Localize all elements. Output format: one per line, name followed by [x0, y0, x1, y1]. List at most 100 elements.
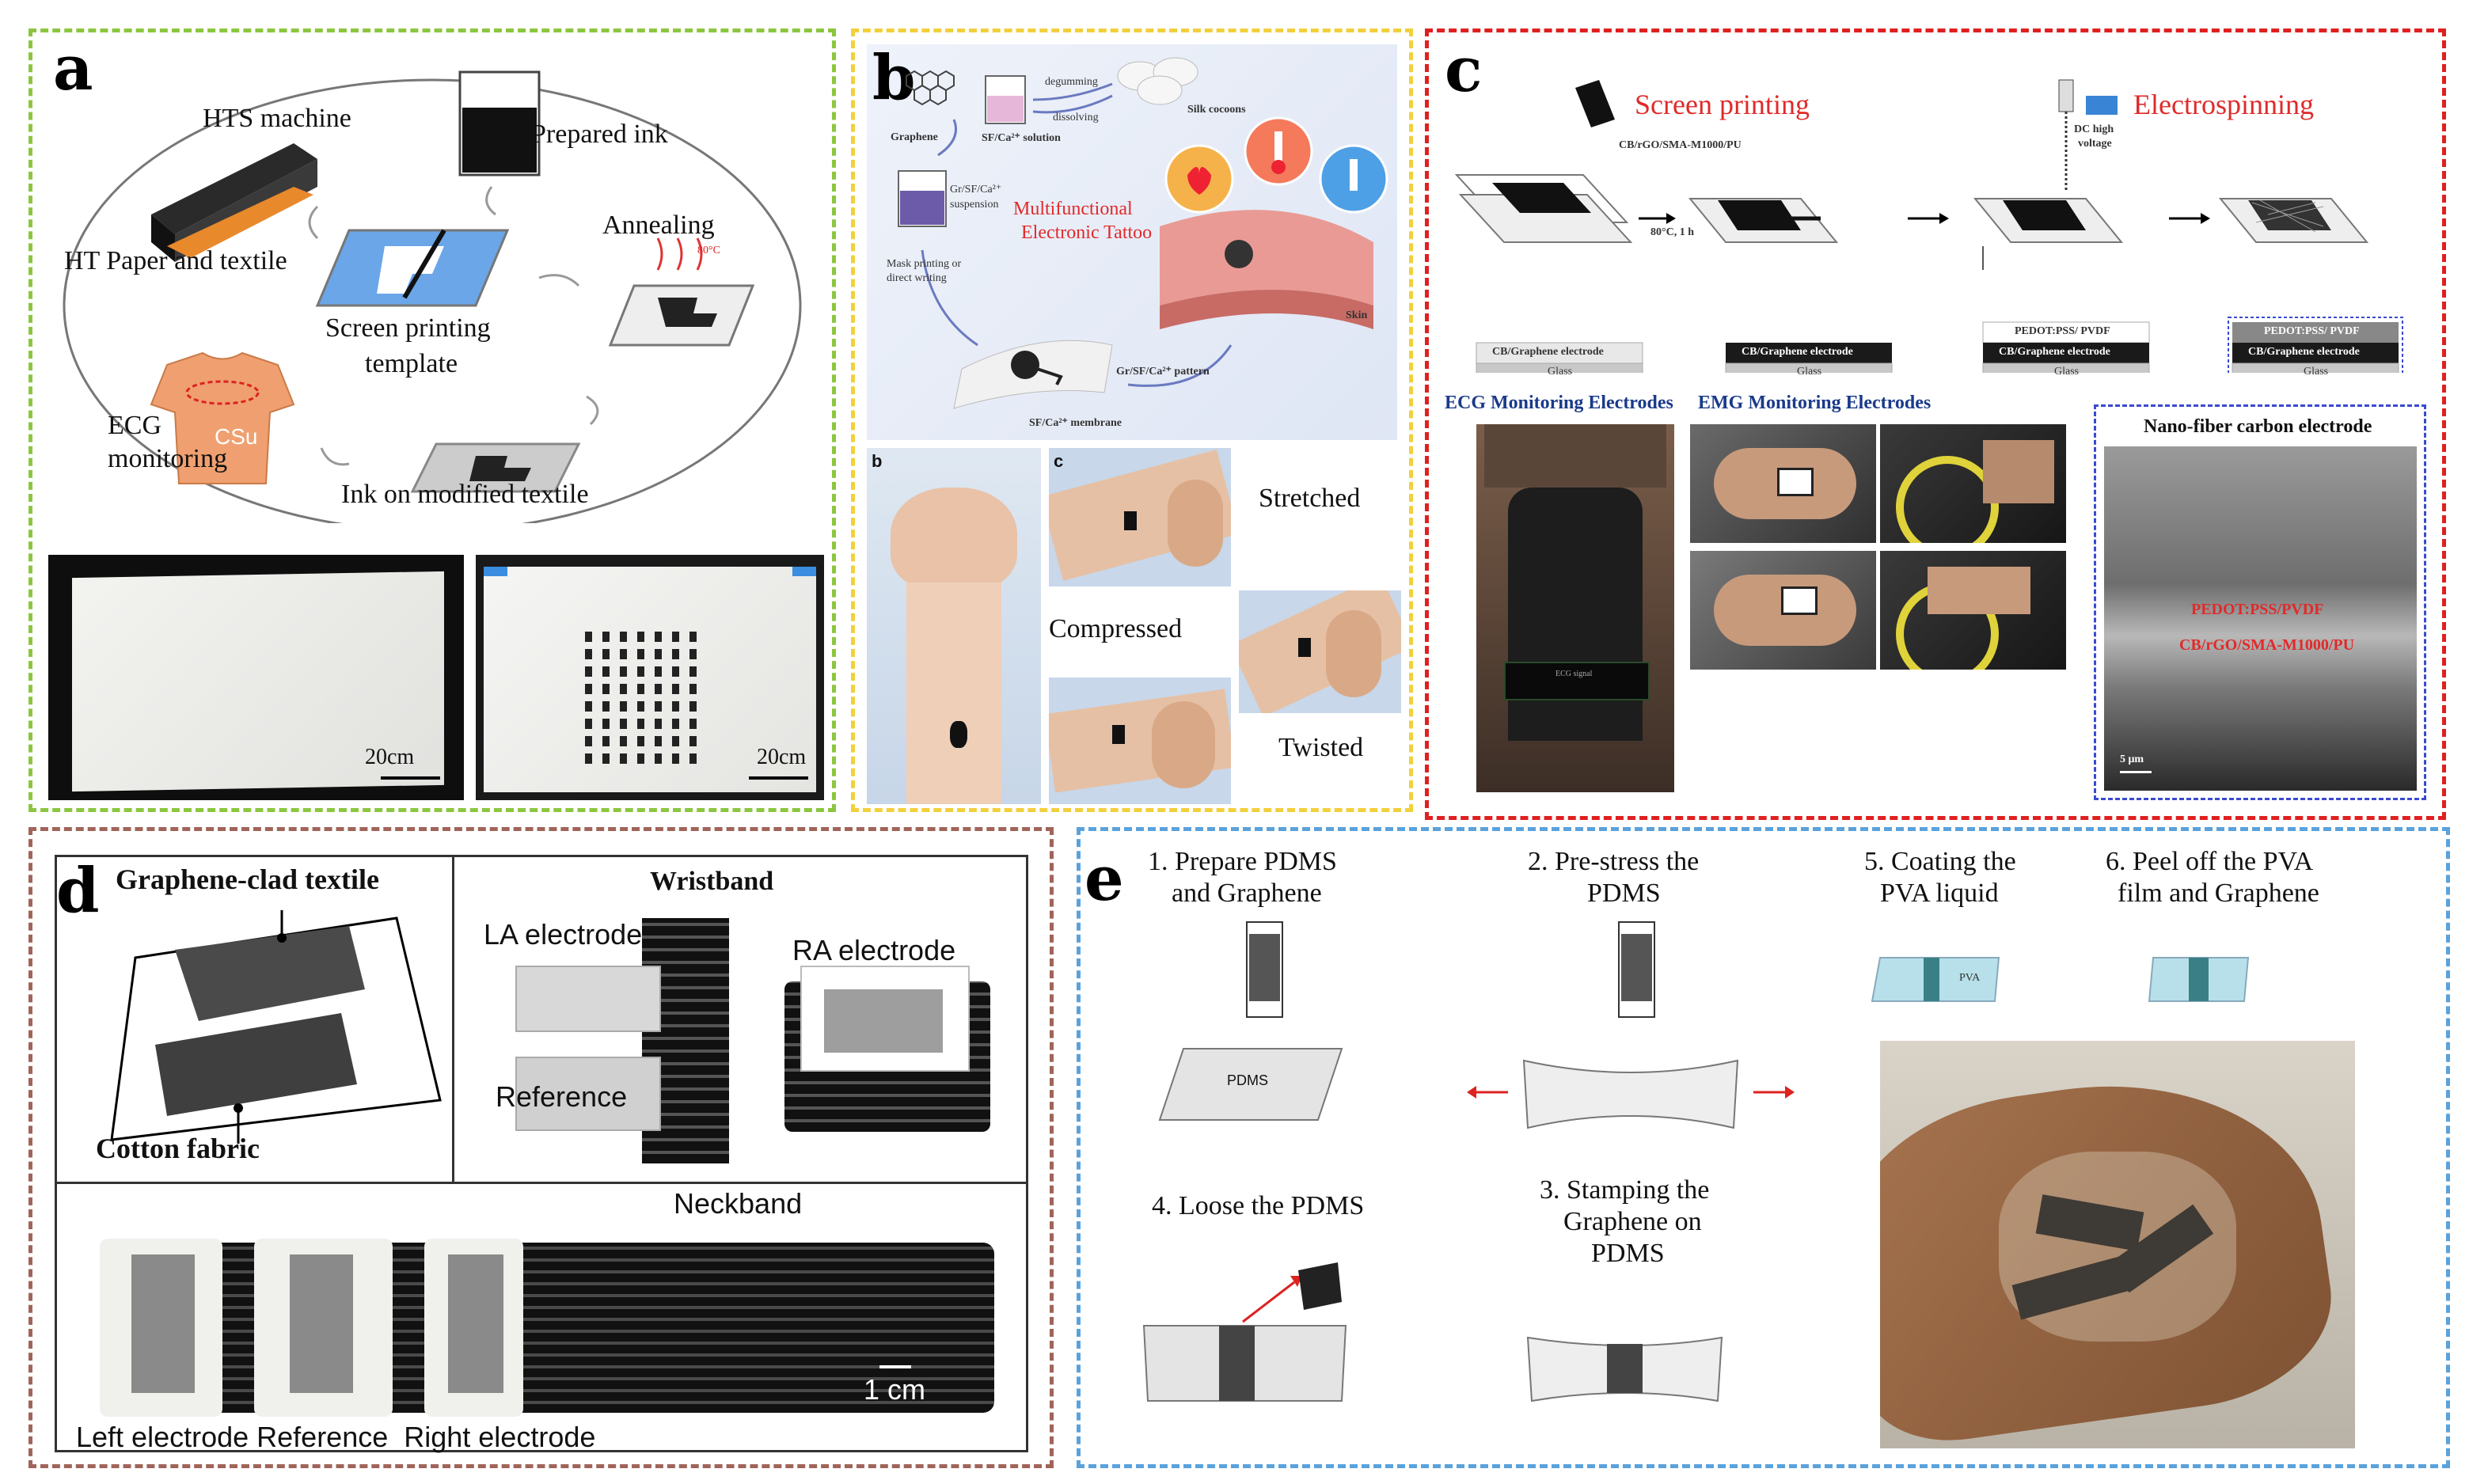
photo-neckband: 1 cm [100, 1227, 994, 1440]
step3-line1: 3. Stamping the [1540, 1175, 1710, 1205]
photo-stretched: c [1049, 448, 1231, 586]
sem-bottom-label: CB/rGO/SMA-M1000/PU [2179, 636, 2355, 654]
label-template: template [365, 349, 458, 378]
panel-c: c [1425, 28, 2446, 820]
step6-line2: film and Graphene [2118, 879, 2319, 908]
panel-d-hdivider [55, 1182, 1028, 1184]
panel-e-pva [1871, 957, 2250, 1002]
label-pattern: Gr/SF/Ca²⁺ pattern [1116, 366, 1210, 378]
sem-scale: 5 μm [2120, 753, 2144, 765]
emg-title: EMG Monitoring Electrodes [1698, 393, 1932, 413]
photo-wristband-ra [769, 918, 1006, 1163]
label-annealing: Annealing [602, 211, 715, 240]
panel-e-label: e [1084, 843, 1124, 915]
step1-line1: 1. Prepare PDMS [1148, 847, 1337, 876]
photo-emg-4 [1880, 551, 2066, 670]
photo-twisted [1049, 677, 1231, 804]
sub-b-label: b [872, 451, 883, 471]
label-condition: 80°C, 1 h [1650, 226, 1694, 238]
panel-d-label: d [56, 855, 100, 927]
label-sf-solution: SF/Ca²⁺ solution [982, 132, 1061, 144]
label-skin: Skin [1346, 309, 1368, 321]
nano-title: Nano-fiber carbon electrode [2144, 416, 2372, 437]
layer1-label: CB/Graphene electrode [1492, 346, 1604, 358]
panel-a: a HTS machine Prepared ink HT Paper and … [28, 28, 836, 812]
label-screen-printing-c: Screen printing [1635, 89, 1810, 120]
label-ink-formula: CB/rGO/SMA-M1000/PU [1619, 139, 1742, 151]
panel-d-textile [110, 910, 442, 1144]
glass-label-4: Glass [2304, 366, 2329, 378]
photo-ht-paper: 20cm [48, 555, 464, 800]
panel-a-label: a [53, 32, 93, 104]
label-degumming: degumming [1045, 76, 1098, 88]
label-neckband-caption: Left electrode Reference Right electrode [76, 1421, 596, 1453]
layer3-label: CB/Graphene electrode [1999, 346, 2110, 358]
panel-c-label: c [1445, 34, 1483, 106]
label-ecg: ECG [108, 411, 161, 440]
ecg-signal-label: ECG signal [1555, 670, 1593, 678]
label-dissolving: dissolving [1053, 112, 1099, 123]
neckband-scale: 1 cm [864, 1373, 926, 1406]
label-silk-cocoons: Silk cocoons [1187, 104, 1246, 116]
step4-label: 4. Loose the PDMS [1152, 1191, 1365, 1220]
photo-emg-3 [1690, 551, 1876, 670]
sem-panel: Nano-fiber carbon electrode PEDOT:PSS/PV… [2094, 404, 2426, 800]
shirt-text: CSu [215, 424, 258, 449]
photo-wristband-la [476, 918, 737, 1163]
panel-d-frame [55, 855, 1028, 1452]
layer4-label: CB/Graphene electrode [2248, 346, 2360, 358]
step5-line1: 5. Coating the [1864, 847, 2016, 876]
panel-c-process [1454, 79, 2403, 373]
label-electronic-tattoo: Electronic Tattoo [1021, 222, 1153, 243]
label-graphene: Graphene [891, 131, 938, 143]
ecg-title: ECG Monitoring Electrodes [1445, 393, 1673, 413]
label-hts-machine: HTS machine [203, 104, 351, 133]
label-compressed: Compressed [1049, 614, 1183, 643]
label-suspension-1: Gr/SF/Ca²⁺ [950, 184, 1002, 195]
label-wristband: Wristband [650, 867, 774, 896]
label-cotton: Cotton fabric [96, 1133, 260, 1164]
glass-label-1: Glass [1548, 366, 1573, 378]
panel-d-vdivider [452, 855, 454, 1183]
step6-line1: 6. Peel off the PVA [2106, 847, 2314, 876]
sub-c-label: c [1054, 451, 1064, 471]
label-multifunctional: Multifunctional [1013, 199, 1133, 219]
layer2-label: CB/Graphene electrode [1742, 346, 1853, 358]
label-prepared-ink: Prepared ink [531, 120, 668, 149]
label-screen-printing: Screen printing [325, 313, 491, 343]
label-graphene-clad: Graphene-clad textile [116, 863, 379, 895]
photo-sem: PEDOT:PSS/PVDF CB/rGO/SMA-M1000/PU 5 μm [2104, 446, 2417, 791]
panel-e-steps [1142, 921, 1795, 1402]
panel-b-schematic [898, 57, 1388, 409]
label-stretched: Stretched [1259, 484, 1361, 513]
printed-dot-grid [484, 567, 816, 764]
label-dc-2: voltage [2078, 138, 2112, 150]
layer3-top-label: PEDOT:PSS/ PVDF [2015, 325, 2110, 337]
step1-line2: and Graphene [1172, 879, 1322, 908]
label-suspension-2: suspension [950, 199, 999, 211]
step2-line1: 2. Pre-stress the [1528, 847, 1700, 876]
panel-e: e 1. Prepare PDMS and Graphene 2. Pre-st… [1077, 827, 2450, 1468]
label-twisted: Twisted [1278, 733, 1364, 762]
photo-compressed [1239, 590, 1401, 713]
label-ink-on-textile: Ink on modified textile [341, 480, 589, 509]
label-reference-wrist: Reference [496, 1080, 628, 1113]
step5-line2: PVA liquid [1880, 879, 1999, 908]
pva-label: PVA [1959, 972, 1981, 984]
layer4-top-label: PEDOT:PSS/ PVDF [2264, 325, 2360, 337]
label-ra-electrode: RA electrode [792, 934, 956, 966]
photo-ecg-shirt: ECG signal [1476, 424, 1674, 792]
photo-hand-tattoo [1880, 1041, 2355, 1448]
panel-a-schematic [63, 70, 802, 523]
photo1-scale: 20cm [365, 745, 415, 769]
pdms-label: PDMS [1227, 1072, 1269, 1088]
label-mask-1: Mask printing or [887, 258, 962, 270]
label-membrane: SF/Ca²⁺ membrane [1029, 417, 1122, 429]
photo-emg-2 [1880, 424, 2066, 543]
label-temp: 80°C [697, 245, 720, 256]
label-ht-paper: HT Paper and textile [64, 246, 287, 275]
glass-label-3: Glass [2054, 366, 2080, 378]
label-la-electrode: LA electrode [484, 918, 643, 951]
sem-top-label: PEDOT:PSS/PVDF [2191, 601, 2324, 618]
step3-line3: PDMS [1591, 1239, 1665, 1268]
